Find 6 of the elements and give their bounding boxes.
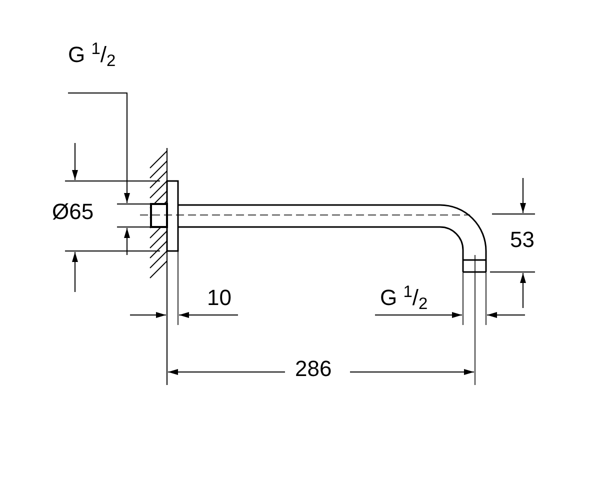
dimension-label: Ø65: [52, 201, 94, 223]
dimension-label: G $^{1}$/$_{2}$: [68, 44, 116, 66]
dimension-label: 286: [295, 358, 332, 380]
dimension-label: G $^{1}$/$_{2}$: [380, 287, 428, 309]
dimension-label: 53: [510, 229, 534, 251]
dimension-label: 10: [207, 287, 232, 309]
